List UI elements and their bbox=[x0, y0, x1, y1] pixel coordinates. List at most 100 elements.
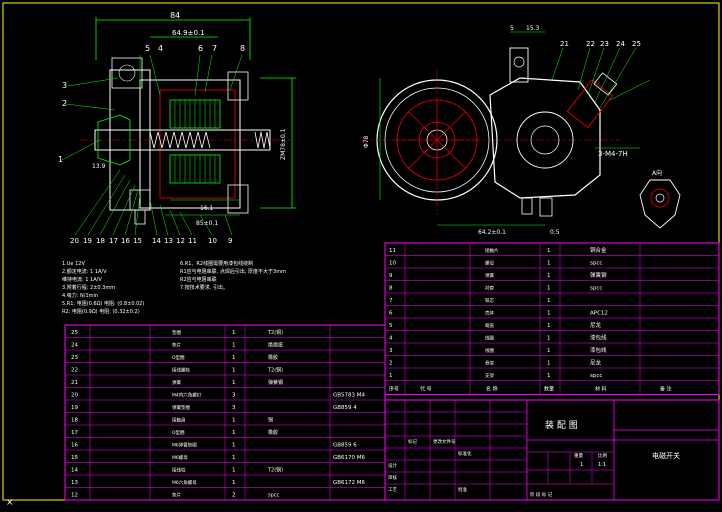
bom-lower-qty: 2 bbox=[232, 493, 236, 499]
note-2b: 维持电流: 1 1A/V bbox=[62, 276, 102, 283]
bom-upper-material: spcc bbox=[590, 286, 602, 292]
bom-header-cell: 名 称 bbox=[486, 386, 498, 393]
bom-upper-material: 尼龙 bbox=[590, 321, 602, 329]
bom-upper-qty: 1 bbox=[547, 273, 551, 279]
bom-lower-name: 弹簧 bbox=[172, 379, 181, 386]
bom-lower-no: 19 bbox=[71, 405, 78, 411]
bom-lower-no: 16 bbox=[71, 443, 78, 449]
bom-upper-no: 2 bbox=[389, 361, 393, 367]
bom-upper-name: 线圈 bbox=[485, 347, 494, 354]
tech-notes: 1.Ue 12V 2.额定电流: 1 1A/V 维持电流: 1 1A/V 3.附… bbox=[62, 260, 286, 315]
bom-lower-material: 铜 bbox=[268, 417, 273, 424]
bom-header-cell: 材 料 bbox=[595, 386, 607, 393]
bom-lower-qty: 3 bbox=[232, 405, 236, 411]
callout-23: 23 bbox=[600, 40, 609, 48]
bom-lower-code: GB6172 M6 bbox=[333, 480, 366, 486]
dim-r-bottom1: 64.2±0.1 bbox=[478, 229, 506, 236]
tb-stage: 阶 段 标 记 bbox=[530, 491, 553, 498]
dim-thread: 3-M4-7H bbox=[598, 150, 628, 158]
callout-12: 12 bbox=[176, 237, 185, 245]
bom-upper-name: 壳体 bbox=[485, 310, 494, 317]
callout-11: 11 bbox=[188, 237, 197, 245]
bom-header-cell: 数量 bbox=[544, 386, 554, 393]
bom-upper-material: 铜合金 bbox=[590, 246, 607, 254]
ucs-icon: ⨯ bbox=[6, 498, 14, 508]
bom-upper-qty: 1 bbox=[547, 361, 551, 367]
bom-lower-qty: 1 bbox=[232, 468, 236, 474]
bom-lower-no: 14 bbox=[71, 468, 78, 474]
dim-dia: Φ78 bbox=[363, 135, 370, 148]
bom-lower-name: 垫片 bbox=[172, 492, 181, 499]
dim-overall: 84 bbox=[170, 11, 180, 20]
bom-lower-no: 13 bbox=[71, 480, 78, 486]
bom-upper-material: 漆包线 bbox=[590, 346, 607, 354]
bom-lower-no: 23 bbox=[71, 355, 78, 361]
bom-lower-qty: 3 bbox=[232, 393, 236, 399]
bom-lower-qty: 1 bbox=[232, 455, 236, 461]
bom-upper-name: 端盖 bbox=[485, 322, 494, 329]
bom-lower-name: M6弹簧垫圈 bbox=[172, 442, 197, 449]
callout-25: 25 bbox=[632, 40, 641, 48]
bom-lower-qty: 1 bbox=[232, 418, 236, 424]
note-3: 3.附着行程: 2±0.3mm bbox=[62, 284, 115, 291]
bom-header-cell: 序号 bbox=[389, 386, 399, 393]
dim-center: 64.9±0.1 bbox=[172, 29, 205, 37]
dim-left-small: 13.9 bbox=[92, 163, 106, 170]
bom-upper-no: 9 bbox=[389, 273, 393, 279]
bom-lower-qty: 1 bbox=[232, 330, 236, 336]
bom-lower-name: M6螺母 bbox=[172, 454, 188, 461]
dim-r-bottom2: 0.5 bbox=[550, 229, 560, 236]
note-5: 5.R1: 电阻(0.6Ω) 电阻: (0.8±0.02) bbox=[62, 300, 144, 307]
bom-upper-name: 骨架 bbox=[485, 361, 494, 367]
bom-lower-name: 垫片 bbox=[172, 342, 181, 349]
bom-upper-no: 4 bbox=[389, 336, 393, 342]
bom-upper-material: spcc bbox=[590, 261, 602, 267]
callout-20: 20 bbox=[70, 237, 79, 245]
bom-upper-no: 6 bbox=[389, 311, 393, 317]
bom-lower-qty: 1 bbox=[232, 480, 236, 486]
bom-lower-qty: 1 bbox=[232, 343, 236, 349]
right-end-view: Φ78 64.2±0.1 0.5 5 15.3 3-M4-7H 21 22 23… bbox=[360, 25, 651, 236]
bom-upper-qty: 1 bbox=[547, 336, 551, 342]
tb-check: 审核 bbox=[388, 474, 397, 481]
note-2: 2.额定电流: 1 1A/V bbox=[62, 268, 107, 275]
dim-height: ZM78±0.1 bbox=[280, 128, 287, 160]
bom-upper-qty: 1 bbox=[547, 298, 551, 304]
bom-lower-name: 接线螺栓 bbox=[172, 367, 190, 374]
bom-upper-no: 10 bbox=[389, 261, 396, 267]
bom-lower-name: O型圈 bbox=[172, 429, 185, 436]
callout-21: 21 bbox=[560, 40, 569, 48]
bom-header-cell: 代 号 bbox=[420, 386, 432, 393]
bom-lower-no: 20 bbox=[71, 393, 78, 399]
callout-3: 3 bbox=[62, 81, 67, 90]
scale-value: 1:1 bbox=[598, 462, 606, 468]
bom-upper-no: 1 bbox=[389, 373, 393, 379]
bom-lower-name: 垫圈 bbox=[172, 329, 181, 336]
bom-lower-material: 橡胶 bbox=[268, 354, 278, 361]
dim-r-top1: 5 bbox=[510, 25, 514, 32]
tb-scale: 比例 bbox=[598, 452, 607, 459]
detail-a-view: A向 bbox=[639, 169, 681, 229]
bom-lower-qty: 1 bbox=[232, 368, 236, 374]
bom-upper-name: 螺母 bbox=[485, 260, 494, 267]
bom-upper-no: 5 bbox=[389, 323, 393, 329]
callout-8: 8 bbox=[240, 44, 245, 53]
note-5b: R2: 电阻(0.9Ω) 电阻: (0.32±0.2) bbox=[62, 308, 140, 315]
bom-lower-material: T2(铜) bbox=[267, 467, 283, 474]
bom-upper-material: spcc bbox=[590, 373, 602, 379]
bom-upper-qty: 1 bbox=[547, 261, 551, 267]
callout-22: 22 bbox=[586, 40, 595, 48]
bom-upper-name: 线圈 bbox=[485, 335, 494, 342]
bom-upper-no: 8 bbox=[389, 286, 393, 292]
bom-upper-qty: 1 bbox=[547, 348, 551, 354]
tb-weight: 重量 bbox=[574, 452, 583, 459]
left-section-view: 84 64.9±0.1 bbox=[58, 11, 296, 245]
bom-upper-name: 接触片 bbox=[485, 247, 499, 254]
tb-mark: 标记 bbox=[408, 438, 417, 445]
tb-approve: 批准 bbox=[458, 486, 467, 493]
callout-24: 24 bbox=[616, 40, 625, 48]
bom-lower-code: GB859 4 bbox=[333, 405, 357, 411]
bom-upper-no: 3 bbox=[389, 348, 393, 354]
